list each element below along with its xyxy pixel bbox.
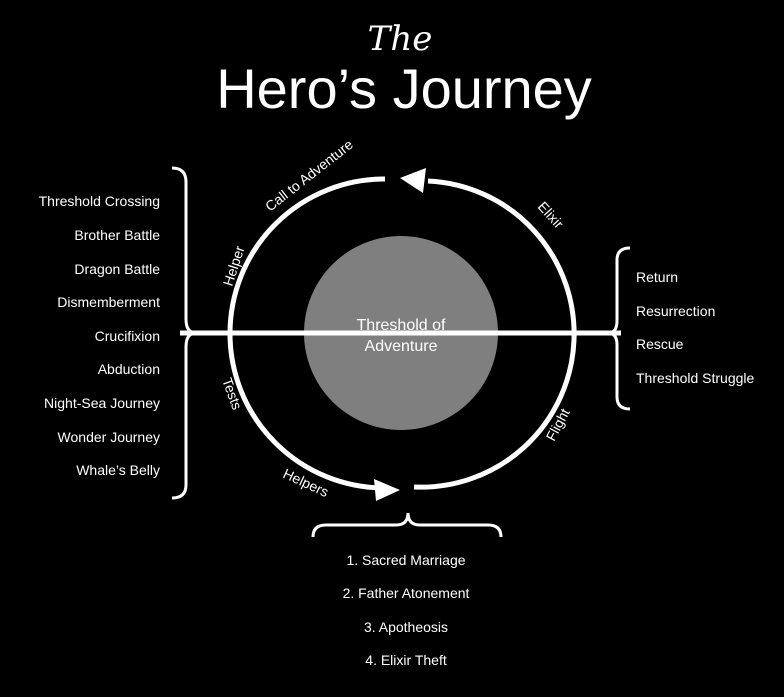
left-list-item: Dragon Battle xyxy=(74,261,160,277)
title-the: The xyxy=(368,19,433,59)
right-list-item: Threshold Struggle xyxy=(636,370,755,386)
left-list-item: Dismemberment xyxy=(57,294,160,310)
left-list: Threshold Crossing Brother Battle Dragon… xyxy=(39,193,161,478)
bottom-list-item: 4. Elixir Theft xyxy=(365,652,447,668)
right-list-item: Rescue xyxy=(636,336,684,352)
bottom-list-item: 2. Father Atonement xyxy=(343,585,470,601)
label-elixir: Elixir xyxy=(535,198,567,231)
center-label-line2: Adventure xyxy=(365,338,438,355)
left-list-item: Brother Battle xyxy=(74,227,160,243)
label-call-to-adventure: Call to Adventure xyxy=(262,136,356,214)
left-list-item: Abduction xyxy=(98,361,160,377)
label-tests: Tests xyxy=(219,376,245,412)
right-list-item: Resurrection xyxy=(636,303,715,319)
right-list-item: Return xyxy=(636,269,678,285)
left-list-item: Crucifixion xyxy=(95,328,160,344)
left-list-item: Whale’s Belly xyxy=(76,462,160,478)
bottom-brace xyxy=(311,512,503,538)
journey-arc-left xyxy=(227,176,386,491)
bottom-list-item: 3. Apotheosis xyxy=(364,619,448,635)
arrowhead-bottom xyxy=(374,479,400,501)
label-helpers: Helpers xyxy=(281,465,331,500)
bottom-list: 1. Sacred Marriage 2. Father Atonement 3… xyxy=(343,552,470,668)
right-brace xyxy=(607,246,631,411)
left-brace xyxy=(171,166,197,500)
left-list-item: Wonder Journey xyxy=(58,429,160,445)
left-list-item: Threshold Crossing xyxy=(39,193,160,209)
right-list: Return Resurrection Rescue Threshold Str… xyxy=(636,269,755,386)
journey-arc-right xyxy=(413,178,577,490)
center-label-line1: Threshold of xyxy=(357,317,446,334)
left-list-item: Night-Sea Journey xyxy=(44,395,160,411)
title-main: Hero’s Journey xyxy=(216,57,592,120)
bottom-list-item: 1. Sacred Marriage xyxy=(346,552,465,568)
arrowhead-top xyxy=(400,168,426,193)
